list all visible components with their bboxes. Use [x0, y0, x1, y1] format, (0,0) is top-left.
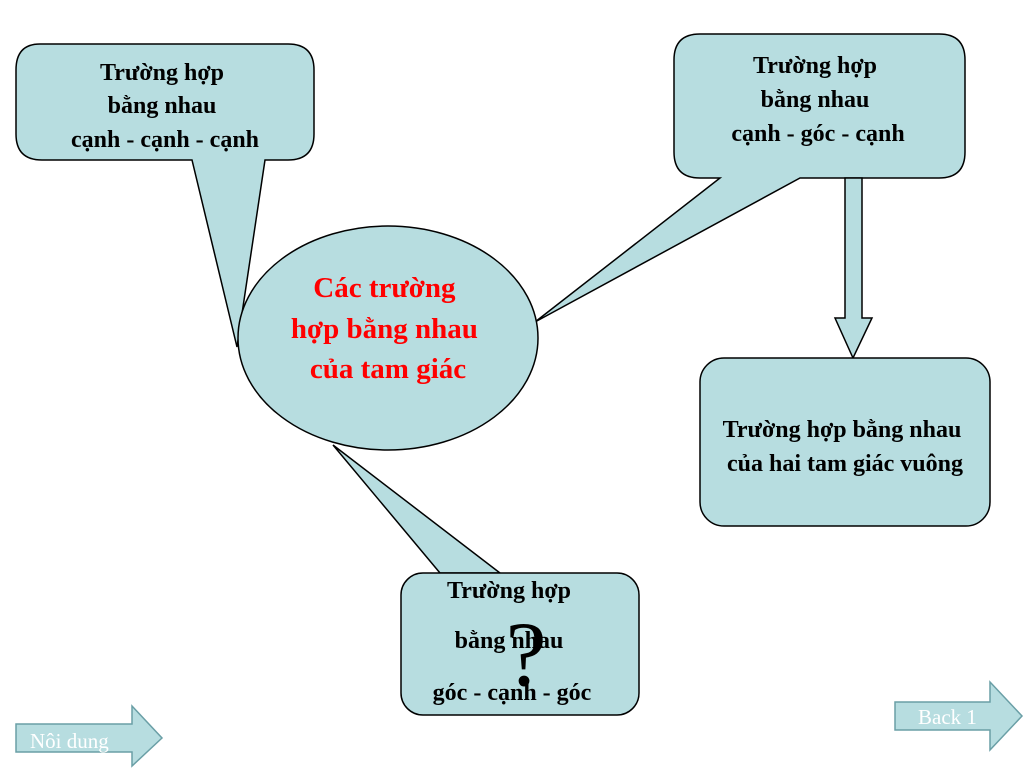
center-line-2: hợp bằng nhau	[291, 313, 478, 345]
content-nav-label: Nôi dung	[30, 729, 109, 753]
svg-text:Trường hợp bằng nhau: Trường hợp bằng nhau cạnh - góc - cạnh	[731, 53, 904, 147]
back-nav-arrow-icon	[894, 680, 1024, 752]
callout-gcg-line-3: góc - cạnh - góc	[433, 680, 592, 706]
content-nav-button[interactable]: Nôi dung	[15, 704, 164, 768]
callout-ccc-line-2: bằng nhau	[108, 93, 217, 119]
svg-text:Trường hợp bằng nhau: Trường hợp bằng nhau cạnh - cạnh - cạnh	[71, 60, 259, 153]
callout-cgc-line-1: Trường hợp	[753, 53, 877, 79]
right-triangle-line-2: của hai tam giác vuông	[727, 451, 963, 477]
back-nav-button[interactable]: Back 1	[894, 680, 1024, 752]
down-arrow	[833, 177, 874, 360]
svg-text:Trường hợp bằng nhau: Trường hợp bằng nhau góc - cạnh - góc	[433, 578, 592, 706]
callout-gcg: Trường hợp bằng nhau góc - cạnh - góc ?	[332, 444, 640, 716]
right-triangle-box-rect	[699, 357, 991, 527]
callout-cgc-bubble	[534, 33, 966, 323]
right-triangle-line-1: Trường hợp bằng nhau	[723, 417, 962, 443]
center-node: Các trường hợp bằng nhau của tam giác	[237, 225, 539, 451]
right-triangle-box: Trường hợp bằng nhau của hai tam giác vu…	[699, 357, 991, 527]
callout-gcg-line-1: Trường hợp	[447, 578, 571, 604]
callout-cgc-line-2: bằng nhau	[761, 87, 870, 113]
callout-cgc: Trường hợp bằng nhau cạnh - góc - cạnh	[534, 33, 966, 323]
callout-gcg-box	[400, 572, 640, 716]
center-line-1: Các trường	[313, 272, 456, 304]
callout-ccc: Trường hợp bằng nhau cạnh - cạnh - cạnh	[15, 43, 315, 348]
callout-ccc-line-1: Trường hợp	[100, 60, 224, 86]
callout-ccc-bubble	[15, 43, 315, 348]
callout-gcg-line-2: bằng nhau	[455, 628, 564, 654]
callout-gcg-pointer	[332, 444, 503, 574]
callout-ccc-line-3: cạnh - cạnh - cạnh	[71, 127, 259, 153]
center-ellipse	[237, 225, 539, 451]
content-nav-arrow-icon	[15, 704, 164, 768]
back-nav-label: Back 1	[918, 705, 977, 729]
svg-text:Trường hợp bằng nhau của: Trường hợp bằng nhau của hai tam giác vu…	[723, 417, 968, 477]
center-line-3: của tam giác	[310, 353, 466, 385]
svg-text:Các trường hợp bằng nhau: Các trường hợp bằng nhau của tam giác	[291, 272, 485, 385]
question-mark-overlay: ?	[506, 603, 547, 705]
callout-cgc-line-3: cạnh - góc - cạnh	[731, 121, 904, 147]
